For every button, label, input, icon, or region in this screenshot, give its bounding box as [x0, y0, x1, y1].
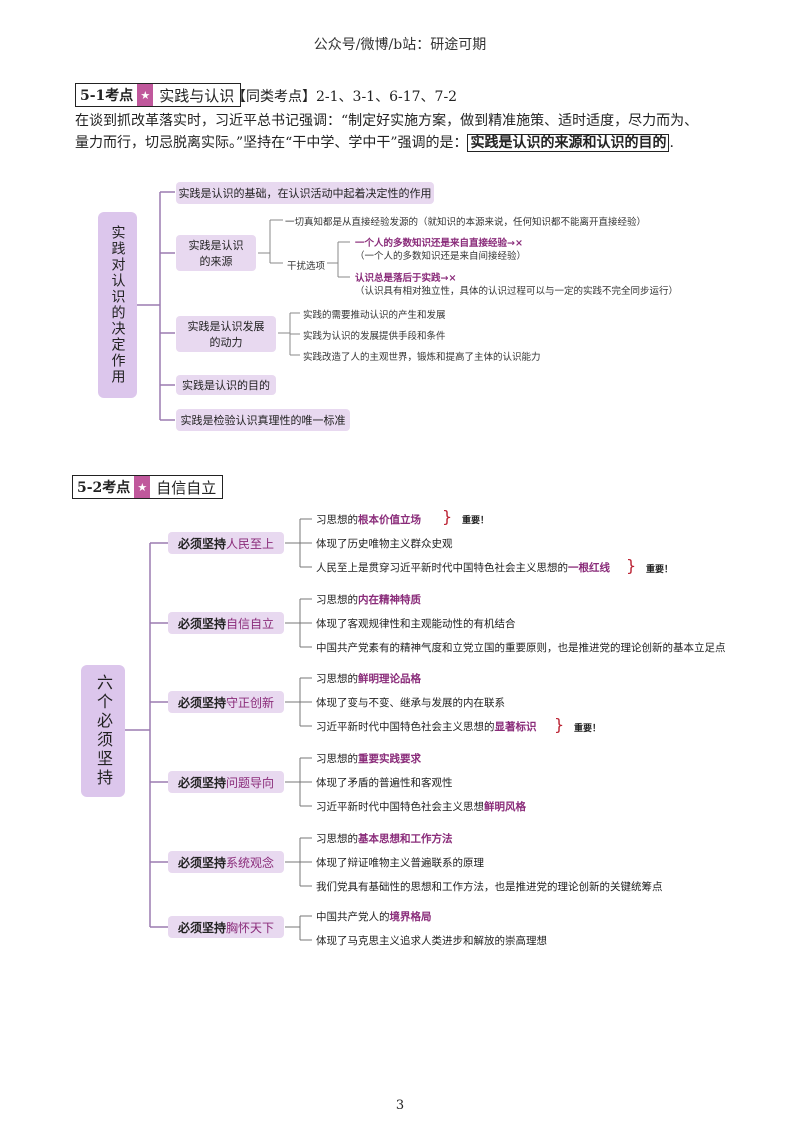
branch-practice-motive: 实践是认识发展的动力 [176, 316, 276, 352]
section-title: 自信自立 [156, 478, 217, 497]
branch-systems-thinking: 必须坚持系统观念 [168, 851, 284, 873]
section-tag-5-1: 5-1考点 ★ 实践与认识 [75, 83, 242, 107]
brace-icon: } [554, 715, 565, 734]
highlighted-answer: 实践是认识的来源和认识的目的 [467, 134, 670, 152]
related-topics: 【同类考点】2-1、3-1、6-17、7-2 [232, 89, 458, 105]
leaf: 习近平新时代中国特色社会主义思想鲜明风格 [316, 801, 526, 813]
leaf: 习思想的根本价值立场 [316, 514, 421, 526]
distractor-1-note: （一个人的多数知识还是来自间接经验） [355, 251, 527, 262]
mindmap-2-root: 六个必须坚持 [81, 665, 125, 797]
branch-self-confidence: 必须坚持自信自立 [168, 612, 284, 634]
leaf: 体现了马克思主义追求人类进步和解放的崇高理想 [316, 935, 547, 947]
important-note: 重要！ [574, 724, 602, 734]
paragraph-line-2: 量力而行，切忌脱离实际。”坚持在“干中学、学中干”强调的是：实践是认识的来源和认… [75, 132, 735, 154]
leaf: 中国共产党素有的精神气度和立党立国的重要原则，也是推进党的理论创新的基本立足点 [316, 642, 726, 654]
leaf: 体现了辩证唯物主义普遍联系的原理 [316, 857, 484, 869]
leaf: 人民至上是贯穿习近平新时代中国特色社会主义思想的一根红线 [316, 562, 610, 574]
leaf: 习思想的鲜明理论品格 [316, 673, 421, 685]
section-number: 5-1考点 [80, 88, 134, 104]
distractor-2-note: （认识具有相对独立性，具体的认识过程可以与一定的实践不完全同步运行） [355, 286, 679, 297]
paragraph-text: 量力而行，切忌脱离实际。”坚持在“干中学、学中干”强调的是： [75, 135, 468, 151]
source-leaf-1: 一切真知都是从直接经验发源的（就知识的本源来说，任何知识都不能离开直接经验） [285, 217, 647, 228]
brace-icon: } [442, 507, 453, 526]
important-note: 重要！ [646, 565, 674, 575]
section-title: 实践与认识 [159, 86, 235, 105]
leaf: 体现了历史唯物主义群众史观 [316, 538, 453, 550]
leaf: 习思想的基本思想和工作方法 [316, 833, 453, 845]
branch-practice-source: 实践是认识的来源 [176, 235, 256, 271]
branch-people-first: 必须坚持人民至上 [168, 532, 284, 554]
branch-practice-criterion: 实践是检验认识真理性的唯一标准 [176, 409, 350, 431]
question-paragraph: 在谈到抓改革落实时，习近平总书记强调：“制定好实施方案，做到精准施策、适时适度，… [75, 110, 735, 154]
leaf: 中国共产党人的境界格局 [316, 911, 432, 923]
distractor-label: 干扰选项 [287, 261, 326, 272]
leaf: 体现了变与不变、继承与发展的内在联系 [316, 697, 505, 709]
star-icon: ★ [134, 476, 151, 498]
leaf: 习思想的内在精神特质 [316, 594, 421, 606]
paragraph-line-1: 在谈到抓改革落实时，习近平总书记强调：“制定好实施方案，做到精准施策、适时适度，… [75, 113, 699, 129]
branch-innovation: 必须坚持守正创新 [168, 691, 284, 713]
page-number: 3 [395, 1098, 405, 1113]
branch-practice-foundation: 实践是认识的基础，在认识活动中起着决定性的作用 [176, 182, 434, 204]
branch-global-vision: 必须坚持胸怀天下 [168, 916, 284, 938]
branch-problem-oriented: 必须坚持问题导向 [168, 771, 284, 793]
leaf: 我们党具有基础性的思想和工作方法，也是推进党的理论创新的关键统筹点 [316, 881, 663, 893]
leaf: 体现了矛盾的普遍性和客观性 [316, 777, 453, 789]
paragraph-end: . [669, 135, 674, 151]
distractor-1: 一个人的多数知识还是来自直接经验→× [355, 238, 523, 249]
leaf: 体现了客观规律性和主观能动性的有机结合 [316, 618, 516, 630]
mindmap-1-root: 实践对认识的决定作用 [98, 212, 137, 398]
branch-practice-purpose: 实践是认识的目的 [176, 375, 276, 395]
section-tag-5-2: 5-2考点 ★ 自信自立 [72, 475, 224, 499]
brace-icon: } [626, 556, 637, 575]
important-note: 重要！ [462, 516, 490, 526]
motive-leaf-3: 实践改造了人的主观世界，锻炼和提高了主体的认识能力 [303, 352, 541, 363]
star-icon: ★ [137, 84, 154, 106]
motive-leaf-1: 实践的需要推动认识的产生和发展 [303, 310, 446, 321]
section-number: 5-2考点 [77, 480, 131, 496]
motive-leaf-2: 实践为认识的发展提供手段和条件 [303, 331, 446, 342]
page-header: 公众号/微博/b站：研途可期 [313, 37, 487, 53]
leaf: 习思想的重要实践要求 [316, 753, 421, 765]
leaf: 习近平新时代中国特色社会主义思想的显著标识 [316, 721, 537, 733]
distractor-2: 认识总是落后于实践→× [355, 273, 457, 284]
